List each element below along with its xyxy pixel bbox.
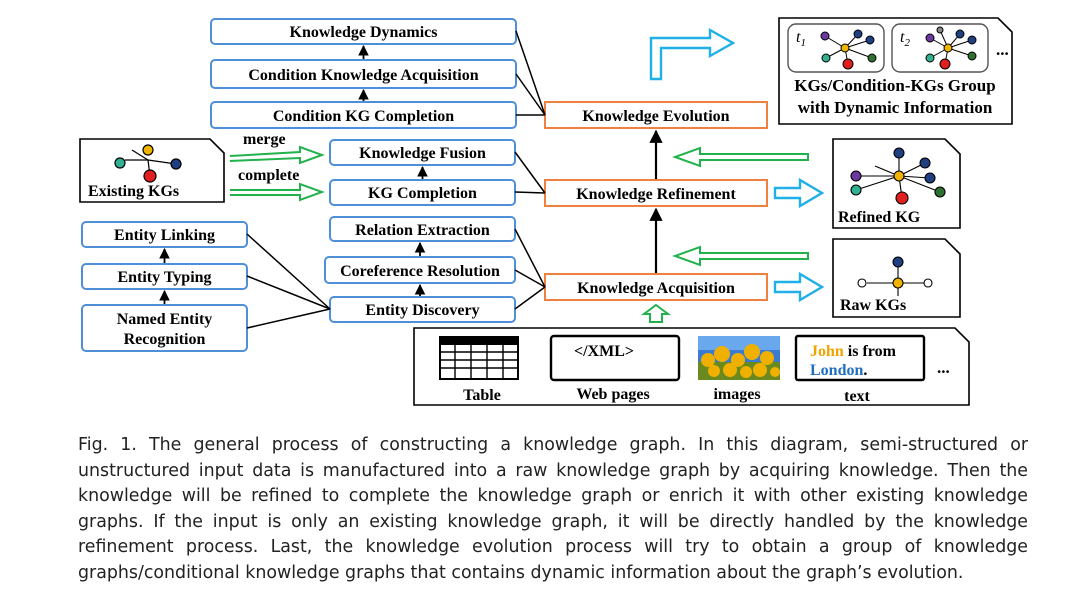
complete-label: complete [238, 167, 299, 184]
line-el-to-ed [246, 233, 331, 310]
knowledge-refinement-label: Knowledge Refinement [576, 186, 736, 203]
knowledge-evolution-box [544, 101, 768, 129]
knowledge-refinement-box [544, 179, 768, 207]
kg-construction-diagram: Knowledge Dynamics Condition Knowledge A… [79, 17, 1013, 406]
table-icon [439, 336, 519, 380]
figure-caption: Fig. 1. The general process of construct… [78, 435, 1028, 583]
kg-completion-label: KG Completion [368, 185, 477, 202]
refined-kg-graph [850, 147, 946, 205]
refinement-output-arrow [773, 177, 825, 209]
input-to-acquisition-arrow [641, 303, 671, 323]
line-et-to-ed [246, 275, 331, 310]
text-sample-line2: London. [810, 362, 867, 379]
text-sample-box [794, 334, 926, 382]
t1-label: t1 [796, 29, 806, 49]
condition-knowledge-acquisition-label: Condition Knowledge Acquisition [248, 67, 478, 84]
line-ed-to-acquisition [514, 286, 546, 310]
existing-kgs-label: Existing KGs [88, 183, 179, 200]
refined-to-refinement-arrow [672, 146, 809, 168]
flower-image [698, 336, 780, 380]
t2-label: t2 [900, 29, 910, 49]
line-kgc-to-refinement [514, 191, 546, 194]
web-pages-label: Web pages [576, 386, 649, 403]
line-cr-to-acquisition [514, 269, 546, 288]
entity-discovery-label: Entity Discovery [365, 302, 479, 319]
group-label-line1: KGs/Condition-KGs Group [794, 76, 995, 95]
merge-label: merge [243, 131, 286, 148]
existing-kgs-graph [114, 144, 182, 183]
table-label: Table [463, 387, 501, 404]
input-ellipsis: ... [937, 358, 950, 377]
raw-to-acquisition-arrow [672, 245, 809, 267]
line-ner-to-ed [246, 308, 331, 329]
line-re-to-acquisition [514, 228, 546, 288]
refined-kg-label: Refined KG [838, 209, 921, 226]
knowledge-dynamics-label: Knowledge Dynamics [290, 24, 438, 41]
text-label: text [844, 388, 870, 405]
condition-kg-completion-label: Condition KG Completion [273, 108, 454, 125]
merge-arrow [229, 145, 325, 165]
raw-kgs-graph [857, 256, 933, 296]
entity-typing-label: Entity Typing [117, 269, 211, 286]
kg-t1-graph [820, 29, 877, 70]
knowledge-evolution-label: Knowledge Evolution [582, 108, 729, 125]
line-cka-to-evolution [515, 73, 546, 116]
entity-linking-label: Entity Linking [114, 227, 215, 244]
text-sample-line1: John is from [810, 343, 897, 360]
acquisition-output-arrow [773, 271, 825, 303]
named-entity-recognition-label-line1: Named Entity [117, 311, 213, 328]
line-kd-to-evolution [515, 30, 546, 116]
knowledge-fusion-label: Knowledge Fusion [359, 145, 486, 162]
web-page-icon [549, 334, 681, 382]
named-entity-recognition-label-line2: Recognition [124, 331, 206, 348]
relation-extraction-label: Relation Extraction [355, 222, 490, 239]
complete-arrow [230, 182, 325, 202]
group-label-line2: with Dynamic Information [798, 98, 993, 117]
knowledge-acquisition-label: Knowledge Acquisition [577, 280, 735, 297]
xml-tag: </XML> [574, 343, 634, 360]
images-label: images [713, 386, 760, 403]
group-ellipsis: ... [996, 40, 1009, 59]
coreference-resolution-label: Coreference Resolution [340, 263, 500, 280]
evolution-output-arrow [649, 27, 736, 81]
kg-t2-graph [925, 26, 977, 70]
line-kf-to-refinement [514, 151, 546, 194]
raw-kgs-label: Raw KGs [840, 297, 906, 314]
